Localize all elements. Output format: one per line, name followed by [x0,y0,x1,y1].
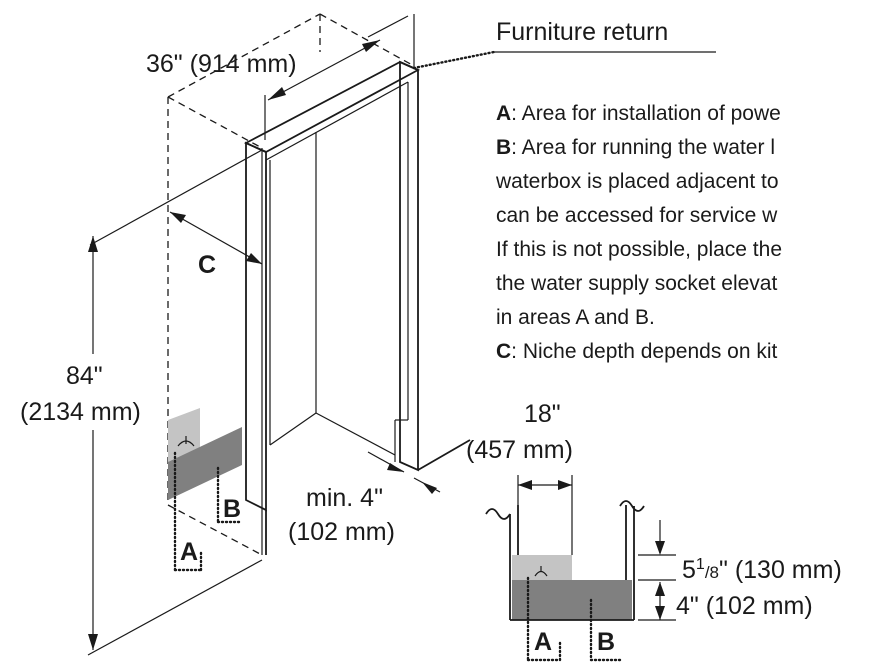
width-dimension [264,14,415,140]
width-dimension-label: 36" (914 mm) [146,50,297,78]
area-c-label: C [198,251,216,279]
legend-line-8: C: Niche depth depends on kit [496,340,778,363]
depth-dimension-c [169,211,263,265]
legend-line-2: B: Area for running the water l [496,136,775,159]
legend: A: Area for installation of powe B: Area… [495,102,782,363]
legend-line-3: waterbox is placed adjacent to [495,170,779,193]
upper-dimension-label: 51/8" (130 mm) [682,556,842,584]
min-depth-dimension [367,451,441,494]
height-dimension-mm: (2134 mm) [20,398,141,426]
box-width-mm: (457 mm) [466,436,573,464]
height-dimension [87,149,263,656]
legend-line-7: in areas A and B. [496,306,655,329]
min-depth-mm: (102 mm) [288,518,395,546]
lower-dimension-label: 4" (102 mm) [676,592,813,620]
inset-area-a-fill [512,555,572,580]
inset-area-b-fill [512,580,632,620]
area-b-label: B [223,495,241,523]
detail-inset: 18" (457 mm) A B [466,400,676,662]
legend-line-4: can be accessed for service w [496,204,778,227]
height-dimension-inches: 84" [66,362,103,390]
legend-line-6: the water supply socket elevat [496,272,777,295]
furniture-return-leader [412,50,496,70]
appliance-frame [243,60,471,555]
inset-area-a-label: A [534,628,552,656]
area-a-label: A [180,538,198,566]
area-b-fill [168,427,242,500]
min-depth-inches: min. 4" [306,484,383,512]
legend-line-5: If this is not possible, place the [496,238,782,261]
area-a-fill [168,408,200,462]
furniture-return-label: Furniture return [496,18,668,46]
legend-line-1: A: Area for installation of powe [496,102,781,125]
box-width-inches: 18" [524,400,561,428]
inset-area-b-label: B [597,628,615,656]
